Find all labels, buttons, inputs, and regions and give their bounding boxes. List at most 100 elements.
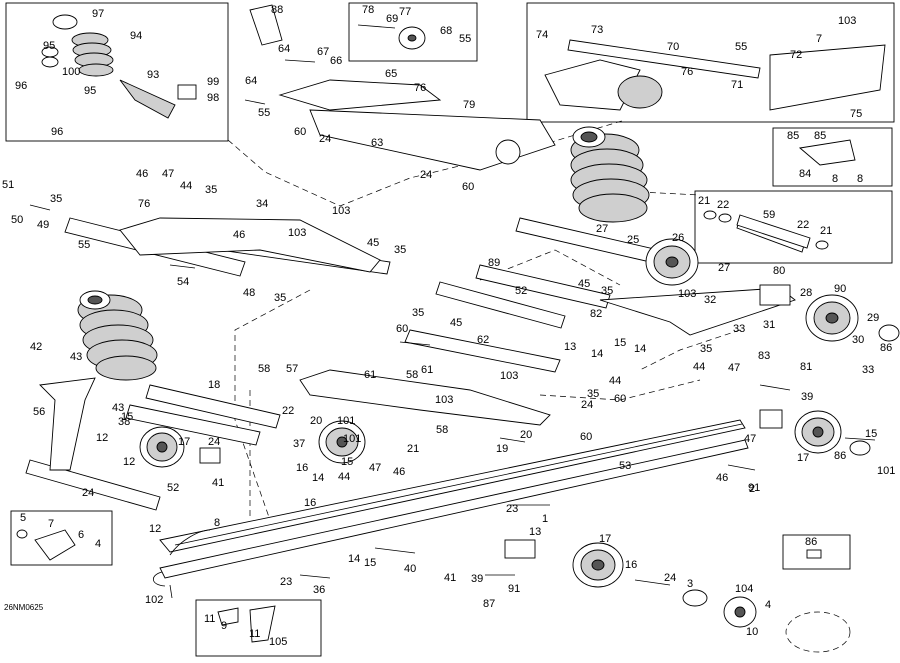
rear-shock-spring [570, 126, 650, 223]
callout-label: 62 [477, 334, 489, 346]
callout-label: 84 [799, 168, 811, 180]
callout-label: 14 [634, 343, 646, 355]
callout-label: 38 [118, 416, 130, 428]
callout-label: 16 [296, 462, 308, 474]
callout-label: 50 [11, 214, 23, 226]
inset-shaft-parts [703, 210, 829, 250]
callout-label: 74 [536, 29, 548, 41]
callout-label: 104 [735, 583, 753, 595]
callout-label: 90 [834, 283, 846, 295]
callout-label: 97 [92, 8, 104, 20]
callout-label: 58 [406, 369, 418, 381]
callout-label: 35 [394, 244, 406, 256]
diagram-code: 26NM0625 [4, 603, 44, 612]
callout-label: 32 [704, 294, 716, 306]
callout-label: 8 [214, 517, 220, 529]
callout-label: 64 [245, 75, 257, 87]
inset-end-cap-box [10, 510, 113, 566]
callout-label: 91 [508, 583, 520, 595]
callout-label: 18 [208, 379, 220, 391]
callout-label: 91 [748, 482, 760, 494]
callout-label: 101 [877, 465, 895, 477]
callout-label: 45 [367, 237, 379, 249]
callout-label: 15 [865, 428, 877, 440]
callout-label: 103 [678, 288, 696, 300]
callout-label: 76 [414, 82, 426, 94]
callout-label: 23 [280, 576, 292, 588]
callout-label: 12 [96, 432, 108, 444]
callout-label: 1 [542, 513, 548, 525]
callout-label: 23 [506, 503, 518, 515]
callout-label: 39 [471, 573, 483, 585]
front-shock-spring [77, 290, 158, 381]
callout-label: 96 [51, 126, 63, 138]
callout-label: 16 [304, 497, 316, 509]
callout-label: 52 [515, 285, 527, 297]
callout-label: 67 [317, 46, 329, 58]
callout-label: 101 [337, 415, 355, 427]
callout-label: 54 [177, 276, 189, 288]
callout-label: 24 [319, 133, 331, 145]
callout-label: 101 [343, 433, 361, 445]
callout-label: 47 [369, 462, 381, 474]
callout-label: 35 [700, 343, 712, 355]
inset-stopper-parts [217, 605, 276, 643]
callout-label: 17 [797, 452, 809, 464]
callout-label: 6 [78, 529, 84, 541]
callout-label: 95 [84, 85, 96, 97]
callout-label: 19 [496, 443, 508, 455]
callout-label: 24 [420, 169, 432, 181]
callout-label: 69 [386, 13, 398, 25]
callout-label: 65 [385, 68, 397, 80]
inset-clip-box [782, 534, 851, 570]
callout-label: 96 [15, 80, 27, 92]
callout-label: 103 [435, 394, 453, 406]
callout-label: 55 [459, 33, 471, 45]
callout-label: 76 [138, 198, 150, 210]
callout-label: 25 [627, 234, 639, 246]
callout-label: 10 [746, 626, 758, 638]
callout-label: 21 [407, 443, 419, 455]
callout-label: 103 [288, 227, 306, 239]
callout-label: 46 [136, 168, 148, 180]
callout-label: 13 [529, 526, 541, 538]
callout-label: 24 [664, 572, 676, 584]
callout-label: 58 [436, 424, 448, 436]
inset-front-arm-box [526, 2, 895, 123]
callout-label: 61 [421, 364, 433, 376]
rear-a-arm [299, 329, 561, 426]
callout-label: 86 [805, 536, 817, 548]
callout-label: 37 [293, 438, 305, 450]
callout-label: 87 [483, 598, 495, 610]
callout-label: 86 [834, 450, 846, 462]
callout-label: 24 [581, 399, 593, 411]
callout-label: 47 [162, 168, 174, 180]
callout-label: 55 [258, 107, 270, 119]
callout-label: 31 [763, 319, 775, 331]
callout-label: 14 [312, 472, 324, 484]
callout-label: 88 [271, 4, 283, 16]
callout-label: 33 [862, 364, 874, 376]
callout-label: 105 [269, 636, 287, 648]
callout-label: 80 [773, 265, 785, 277]
callout-label: 41 [444, 572, 456, 584]
callout-label: 21 [698, 195, 710, 207]
callout-label: 85 [814, 130, 826, 142]
callout-label: 60 [462, 181, 474, 193]
callout-label: 100 [62, 66, 80, 78]
callout-label: 76 [681, 66, 693, 78]
callout-label: 49 [37, 219, 49, 231]
callout-label: 26 [672, 232, 684, 244]
inset-shock-spring-box [5, 2, 229, 142]
callout-label: 103 [500, 370, 518, 382]
callout-label: 45 [450, 317, 462, 329]
callout-label: 22 [797, 219, 809, 231]
inset-pivot-bolt-box [348, 2, 478, 62]
callout-label: 79 [463, 99, 475, 111]
callout-label: 5 [20, 512, 26, 524]
callout-label: 83 [758, 350, 770, 362]
callout-label: 44 [180, 180, 192, 192]
callout-label: 77 [399, 6, 411, 18]
callout-label: 60 [294, 126, 306, 138]
callout-label: 58 [258, 363, 270, 375]
